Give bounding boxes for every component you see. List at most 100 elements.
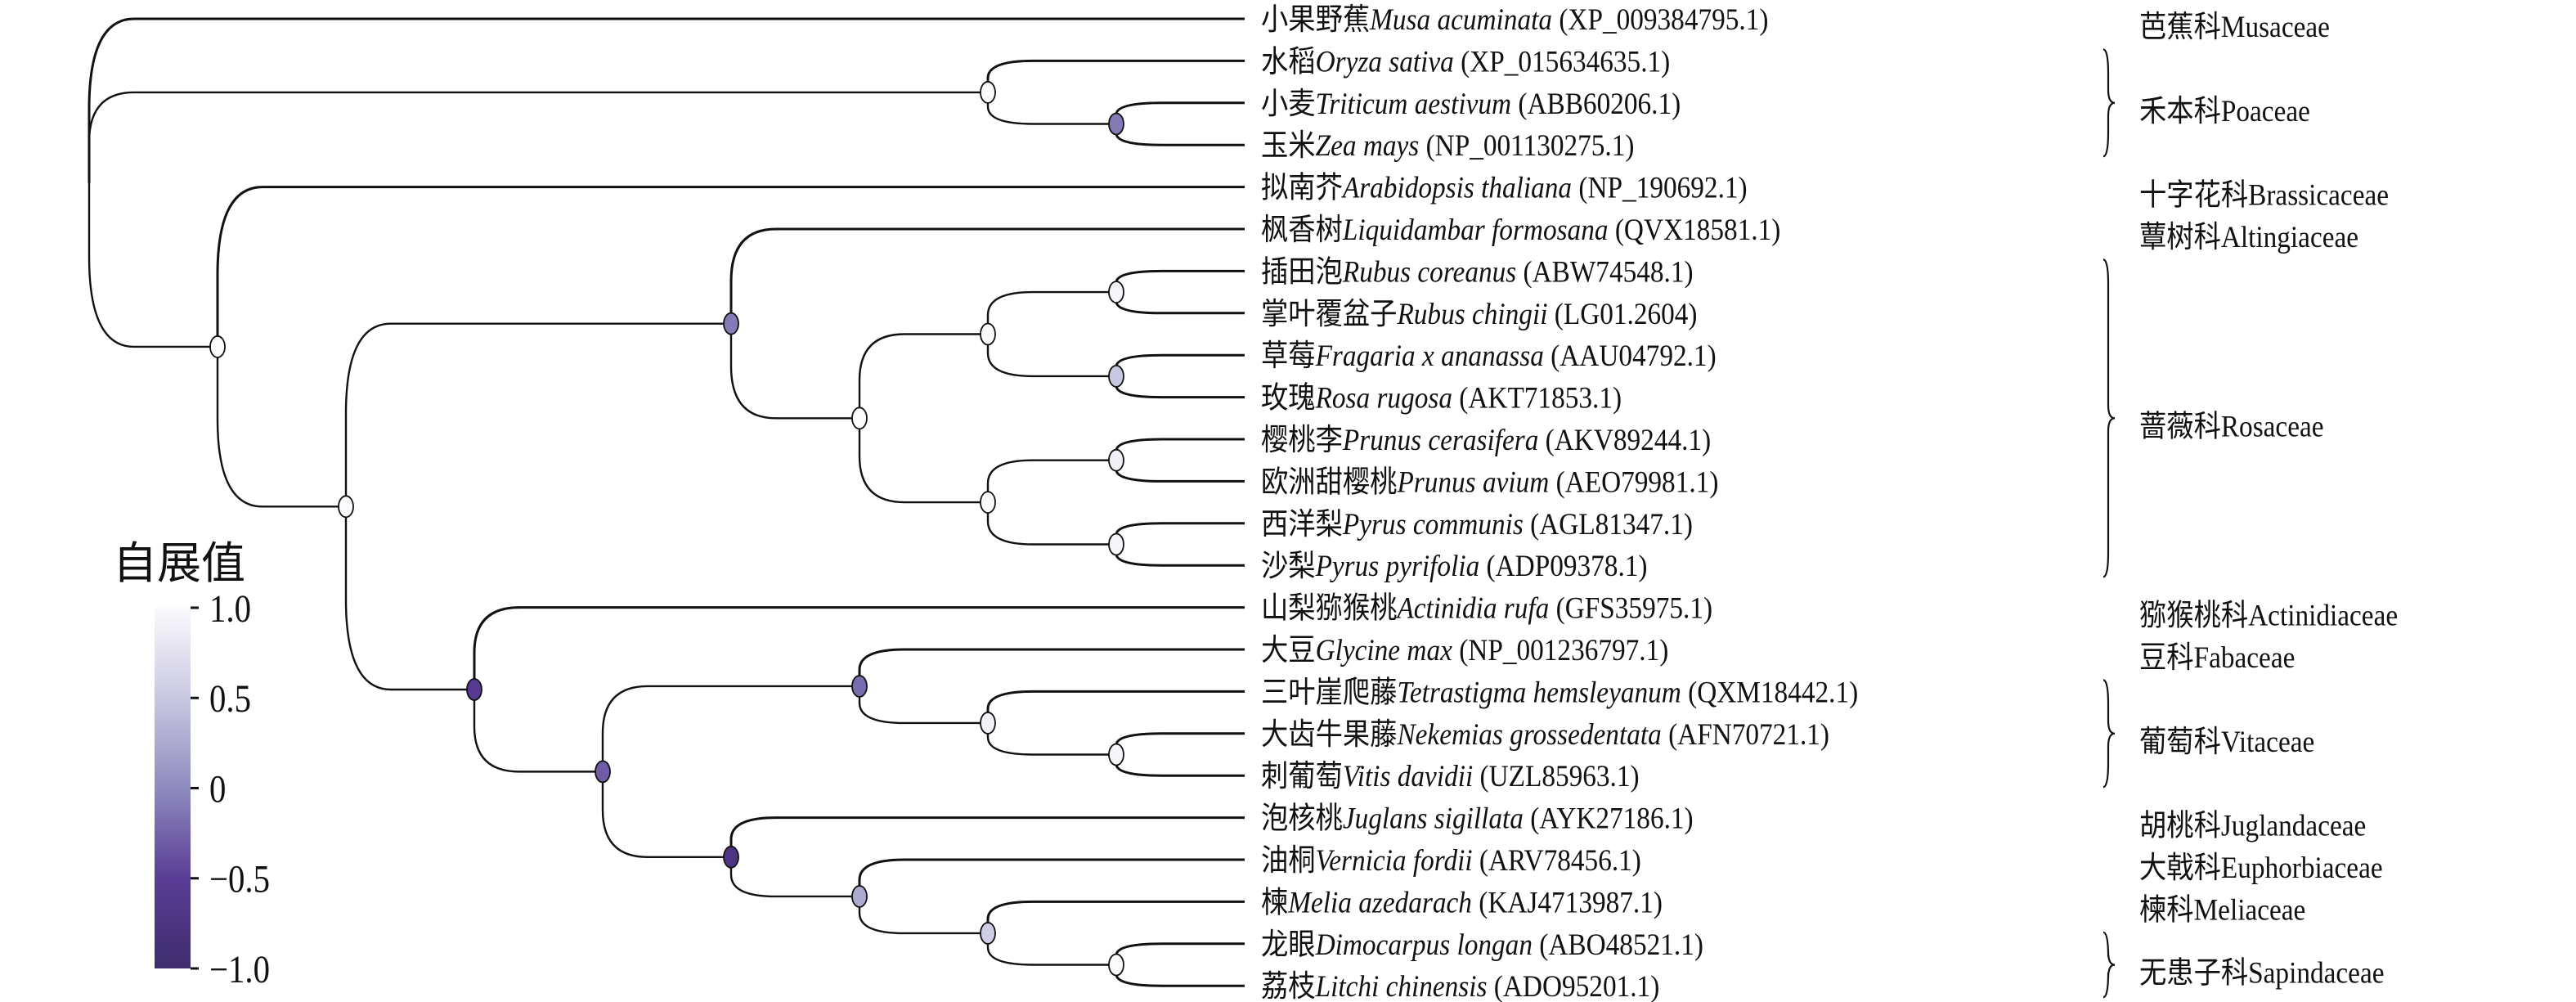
colorbar-tick-label: 0.5 (209, 676, 251, 721)
colorbar-tick-label: −0.5 (209, 857, 270, 901)
taxon-scientific-name: Liquidambar formosana (1342, 213, 1609, 246)
family-chinese-name: 猕猴桃科 (2139, 599, 2248, 632)
taxon-label: 欧洲甜樱桃Prunus avium (AEO79981.1) (1261, 465, 1718, 499)
taxon-accession: (AKT71853.1) (1459, 381, 1622, 415)
taxon-accession: (KAJ4713987.1) (1479, 886, 1663, 919)
taxon-scientific-name: Arabidopsis thaliana (1341, 171, 1572, 204)
family-brace (2103, 258, 2116, 578)
family-latin-name: Altingiaceae (2221, 220, 2358, 254)
family-latin-name: Vitaceae (2221, 725, 2314, 758)
bootstrap-node (1108, 364, 1124, 388)
taxon-label: 楝Melia azedarach (KAJ4713987.1) (1261, 886, 1663, 919)
taxon-label: 荔枝Litchi chinensis (ADO95201.1) (1261, 970, 1659, 1002)
tree-branch (986, 690, 1245, 723)
taxon-accession: (AFN70721.1) (1668, 717, 1829, 751)
family-annotations: 芭蕉科Musaceae禾本科Poaceae十字花科Brassicaceae蕈树科… (2103, 10, 2398, 999)
taxon-common-name: 玫瑰 (1261, 381, 1316, 415)
family-latin-name: Rosaceae (2221, 410, 2324, 443)
taxon-common-name: 油桐 (1261, 843, 1316, 877)
taxon-label: 玉米Zea mays (NP_001130275.1) (1261, 129, 1635, 163)
taxon-scientific-name: Litchi chinensis (1315, 970, 1488, 1002)
family-chinese-name: 葡萄科 (2139, 725, 2221, 758)
taxon-scientific-name: Pyrus communis (1342, 507, 1524, 541)
bootstrap-node (980, 491, 996, 514)
taxon-label: 刺葡萄Vitis davidii (UZL85963.1) (1261, 760, 1640, 793)
family-latin-name: Fabaceae (2194, 640, 2296, 674)
family-latin-name: Sapindaceae (2248, 956, 2384, 990)
taxon-scientific-name: Pyrus pyrifolia (1315, 550, 1480, 583)
taxon-scientific-name: Fragaria x ananassa (1315, 339, 1544, 373)
tree-branch (1115, 375, 1245, 399)
family-chinese-name: 无患子科 (2139, 956, 2248, 990)
colorbar-tick-label: −1.0 (209, 947, 270, 991)
tree-branch (986, 334, 1116, 378)
taxon-accession: (NP_001130275.1) (1426, 129, 1635, 163)
tree-branch (858, 648, 1245, 686)
taxon-labels: 小果野蕉Musa acuminata (XP_009384795.1)水稻Ory… (1261, 2, 1858, 1002)
taxon-accession: (AGL81347.1) (1530, 507, 1693, 541)
taxon-common-name: 楝 (1261, 886, 1288, 919)
tree-branch (858, 418, 988, 504)
taxon-common-name: 刺葡萄 (1261, 760, 1343, 793)
family-latin-name: Musaceae (2221, 10, 2330, 43)
taxon-accession: (XP_009384795.1) (1559, 2, 1768, 36)
bootstrap-node (980, 81, 996, 104)
taxon-common-name: 小麦 (1261, 87, 1316, 120)
tree-branch (1115, 101, 1245, 124)
tree-branch (986, 290, 1116, 335)
taxon-accession: (GFS35975.1) (1556, 591, 1712, 625)
taxon-scientific-name: Vernicia fordii (1316, 843, 1473, 877)
colorbar-tick-label: 1.0 (209, 586, 251, 631)
tree-branch (88, 182, 218, 348)
bootstrap-node (466, 678, 482, 701)
family-chinese-name: 楝科 (2139, 893, 2194, 927)
taxon-scientific-name: Musa acuminata (1369, 2, 1552, 36)
taxon-accession: (ABW74548.1) (1524, 255, 1694, 289)
tree-branch (986, 900, 1245, 933)
bootstrap-node (1108, 532, 1124, 556)
bootstrap-node (338, 495, 354, 519)
tree-branch (601, 685, 859, 772)
bootstrap-node (1108, 743, 1124, 766)
taxon-label: 沙梨Pyrus pyrifolia (ADP09378.1) (1261, 550, 1648, 583)
family-label: 无患子科Sapindaceae (2139, 956, 2385, 990)
taxon-scientific-name: Rubus chingii (1397, 297, 1548, 330)
taxon-accession: (ABB60206.1) (1518, 87, 1681, 120)
family-brace (2103, 48, 2116, 158)
taxon-scientific-name: Vitis davidii (1343, 760, 1473, 793)
family-label: 蔷薇科Rosaceae (2139, 410, 2324, 443)
taxon-label: 山梨猕猴桃Actinidia rufa (GFS35975.1) (1261, 591, 1712, 625)
taxon-common-name: 泡核桃 (1261, 802, 1343, 835)
tree-branch (1115, 460, 1245, 483)
family-label: 楝科Meliaceae (2139, 893, 2305, 927)
tree-branch (473, 689, 603, 773)
tree-branch (88, 17, 1245, 183)
colorbar-gradient (155, 608, 191, 968)
taxon-label: 枫香树Liquidambar formosana (QVX18581.1) (1261, 213, 1780, 246)
taxon-label: 西洋梨Pyrus communis (AGL81347.1) (1261, 507, 1693, 541)
family-latin-name: Brassicaceae (2248, 178, 2389, 212)
taxon-label: 油桐Vernicia fordii (ARV78456.1) (1261, 843, 1641, 877)
tree-branch (216, 186, 1245, 347)
tree-branch (986, 459, 1116, 503)
tree-branch (858, 333, 988, 419)
family-chinese-name: 蕈树科 (2139, 220, 2221, 254)
taxon-accession: (XP_015634635.1) (1461, 45, 1670, 79)
family-chinese-name: 十字花科 (2139, 178, 2248, 212)
tree-branches (88, 17, 1245, 987)
bootstrap-node (980, 322, 996, 346)
family-latin-name: Juglandaceae (2221, 809, 2366, 842)
bootstrap-node (1108, 448, 1124, 472)
tree-branch (1115, 438, 1245, 461)
bootstrap-node (980, 922, 996, 945)
taxon-common-name: 山梨猕猴桃 (1261, 591, 1397, 625)
tree-branch (986, 92, 1116, 125)
colorbar-title: 自展值 (113, 539, 245, 588)
taxon-accession: (ARV78456.1) (1479, 843, 1641, 877)
family-latin-name: Actinidiaceae (2248, 599, 2398, 632)
tree-branch (858, 896, 988, 935)
taxon-common-name: 小果野蕉 (1261, 2, 1370, 36)
taxon-accession: (QXM18442.1) (1688, 676, 1858, 709)
tree-branch (1115, 544, 1245, 567)
taxon-scientific-name: Zea mays (1316, 129, 1420, 163)
